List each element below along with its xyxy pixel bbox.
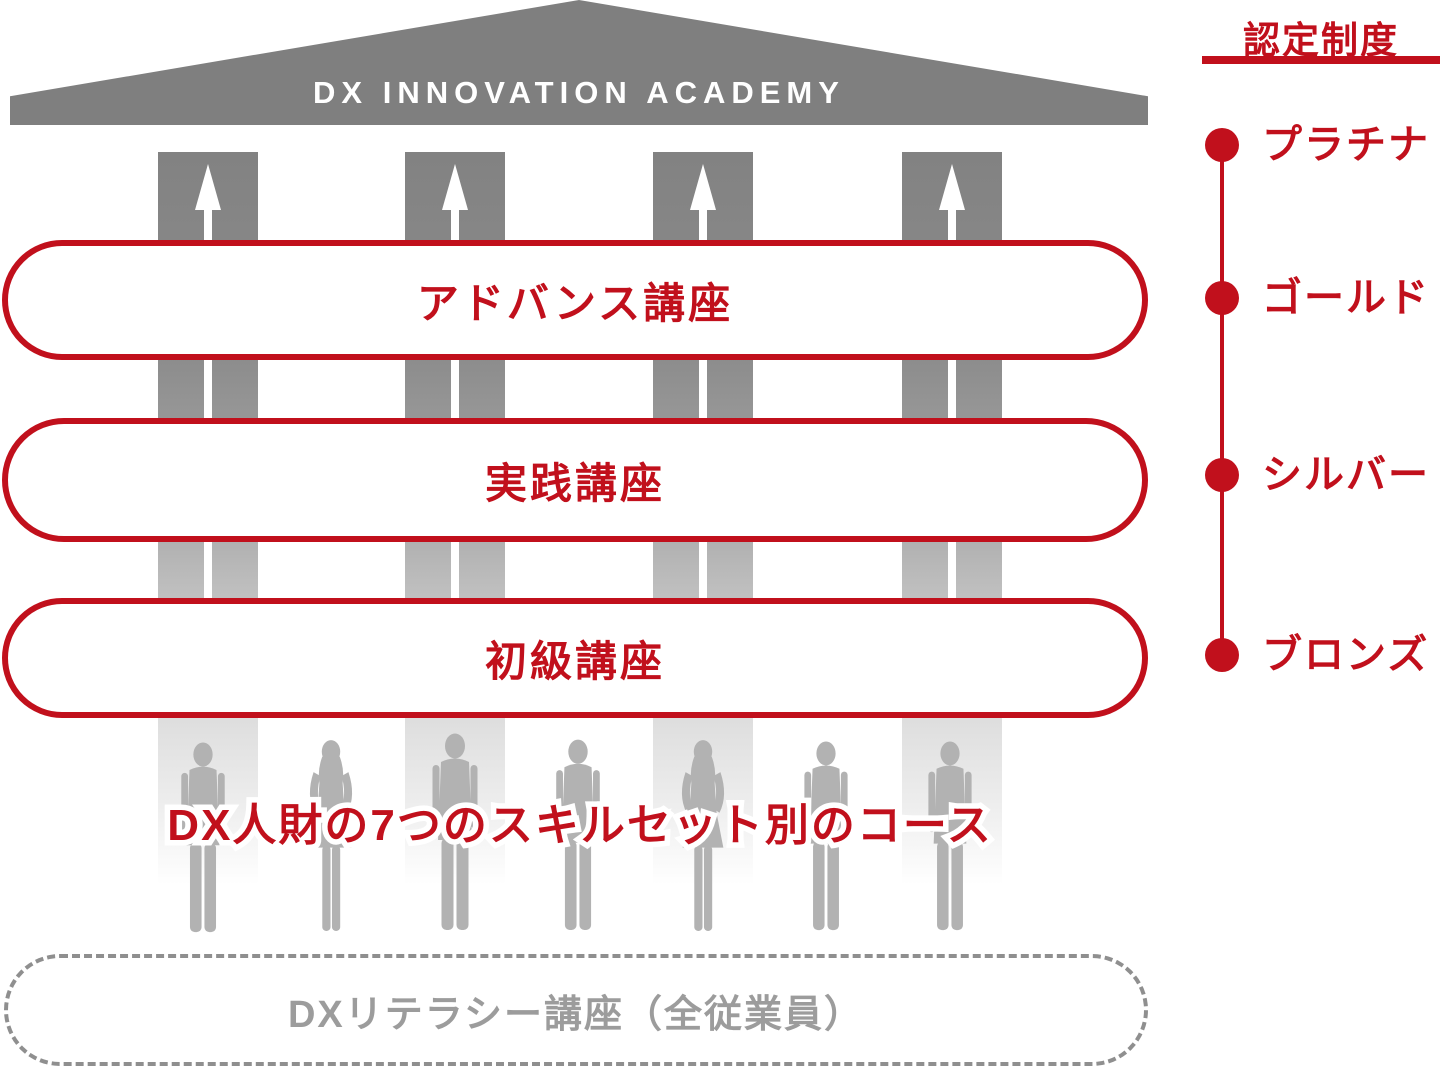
up-arrow-head xyxy=(442,164,468,210)
certification-level-gold: ゴールド xyxy=(1262,276,1430,320)
skill-note-text: DX人財の7つのスキルセット別のコース xyxy=(167,801,993,850)
literacy-course-box: DXリテラシー講座（全従業員） xyxy=(4,954,1148,1066)
certification-title-underline xyxy=(1202,56,1440,64)
course-band-practical: 実践講座 xyxy=(2,418,1148,542)
certification-timeline-line xyxy=(1220,146,1224,656)
skill-note-outline: DX人財の7つのスキルセット別のコース xyxy=(162,796,996,856)
course-label-advance: アドバンス講座 xyxy=(416,279,734,327)
academy-roof: DX INNOVATION ACADEMY xyxy=(10,0,1148,125)
certification-dot-silver xyxy=(1205,458,1239,492)
course-band-beginner: 初級講座 xyxy=(2,598,1148,718)
up-arrow-head xyxy=(939,164,965,210)
certification-dot-gold xyxy=(1205,281,1239,315)
certification-dot-platinum xyxy=(1205,128,1239,162)
up-arrow-head xyxy=(690,164,716,210)
skill-note: DX人財の7つのスキルセット別のコース DX人財の7つのスキルセット別のコース xyxy=(0,796,1160,856)
course-label-practical: 実践講座 xyxy=(484,459,665,507)
course-band-advance: アドバンス講座 xyxy=(2,240,1148,360)
up-arrow-head xyxy=(195,164,221,210)
academy-roof-title: DX INNOVATION ACADEMY xyxy=(313,75,845,110)
literacy-course-label: DXリテラシー講座（全従業員） xyxy=(287,993,865,1036)
certification-dot-bronze xyxy=(1205,638,1239,672)
certification-level-platinum: プラチナ xyxy=(1262,123,1430,167)
certification-level-bronze: ブロンズ xyxy=(1262,633,1430,677)
course-label-beginner: 初級講座 xyxy=(484,637,665,685)
certification-level-silver: シルバー xyxy=(1262,453,1430,497)
certification-title: 認定制度 xyxy=(1243,20,1399,61)
